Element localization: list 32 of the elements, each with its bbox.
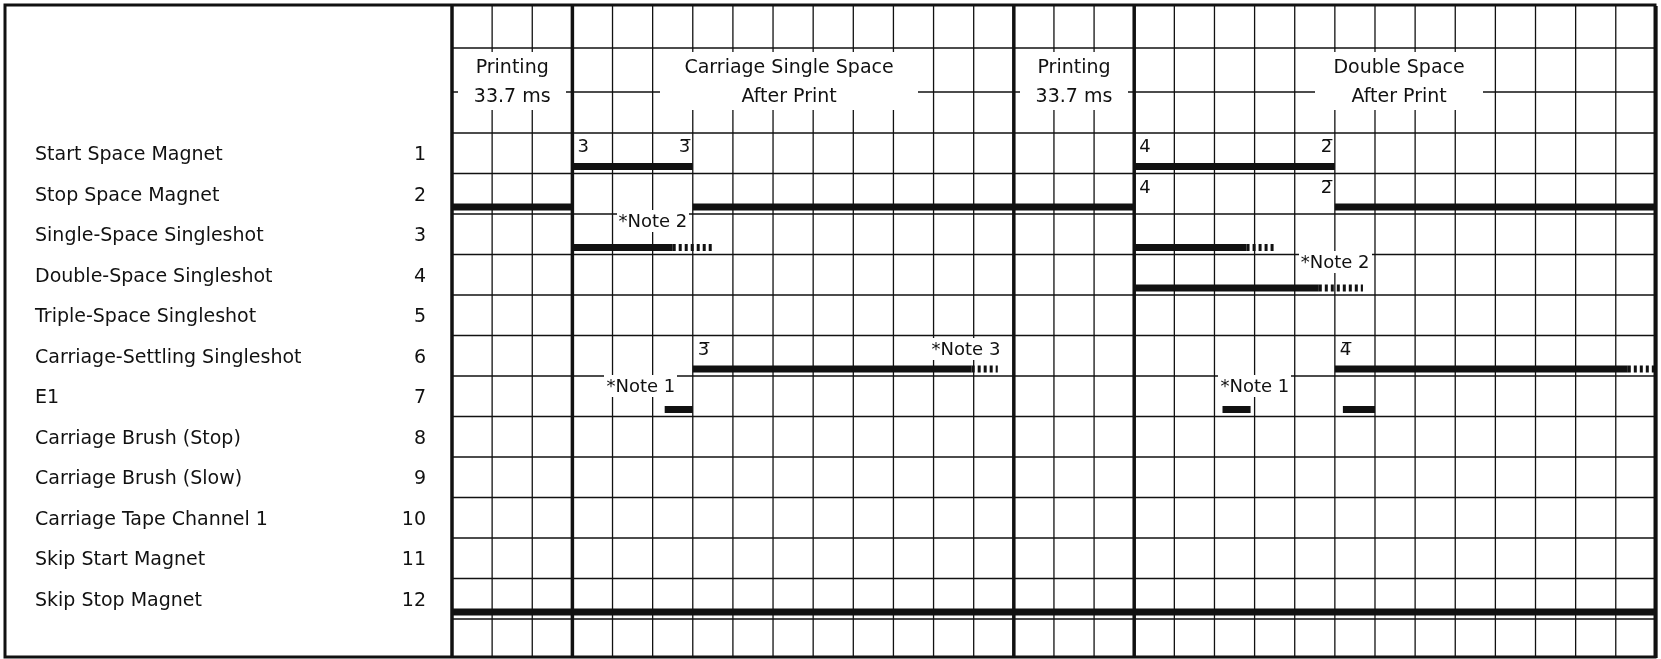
- signal-name: Carriage-Settling Singleshot: [35, 344, 302, 367]
- row-number: 7: [412, 385, 426, 407]
- phase-label: Printing 33.7 ms: [458, 52, 567, 110]
- row-number: 9: [412, 466, 426, 488]
- row-number: 2: [412, 182, 426, 205]
- row-number: 5: [412, 304, 426, 326]
- note-reference: *Note 2: [616, 210, 690, 232]
- signal-name: Skip Start Magnet: [35, 547, 206, 569]
- row-number: 12: [400, 587, 426, 610]
- note-reference: *Note 1: [1218, 375, 1292, 397]
- phase-label: Carriage Single Space After Print: [660, 52, 919, 110]
- row-number: 3: [412, 223, 426, 245]
- row-number: 10: [400, 506, 426, 529]
- note-reference: *Note 2: [1298, 250, 1372, 273]
- signal-name: Carriage Brush (Slow): [35, 466, 243, 488]
- row-number: 11: [400, 547, 426, 569]
- signal-name: Carriage Tape Channel 1: [35, 506, 268, 529]
- signal-name: Single-Space Singleshot: [35, 223, 264, 245]
- signal-name: E1: [35, 385, 60, 407]
- signal-name: Stop Space Magnet: [35, 182, 220, 205]
- row-number: 6: [412, 344, 426, 367]
- row-number: 1: [412, 142, 426, 164]
- signal-name: Double-Space Singleshot: [35, 263, 273, 286]
- signal-name: Carriage Brush (Stop): [35, 425, 241, 448]
- row-number: 4: [412, 263, 426, 286]
- phase-label: Double Space After Print: [1315, 52, 1484, 110]
- signal-name: Triple-Space Singleshot: [35, 304, 257, 326]
- note-reference: *Note 1: [604, 375, 678, 397]
- phase-label: Printing 33.7 ms: [1020, 52, 1128, 110]
- row-number: 8: [412, 425, 426, 448]
- signal-name: Start Space Magnet: [35, 142, 223, 164]
- signal-name: Skip Stop Magnet: [35, 587, 202, 610]
